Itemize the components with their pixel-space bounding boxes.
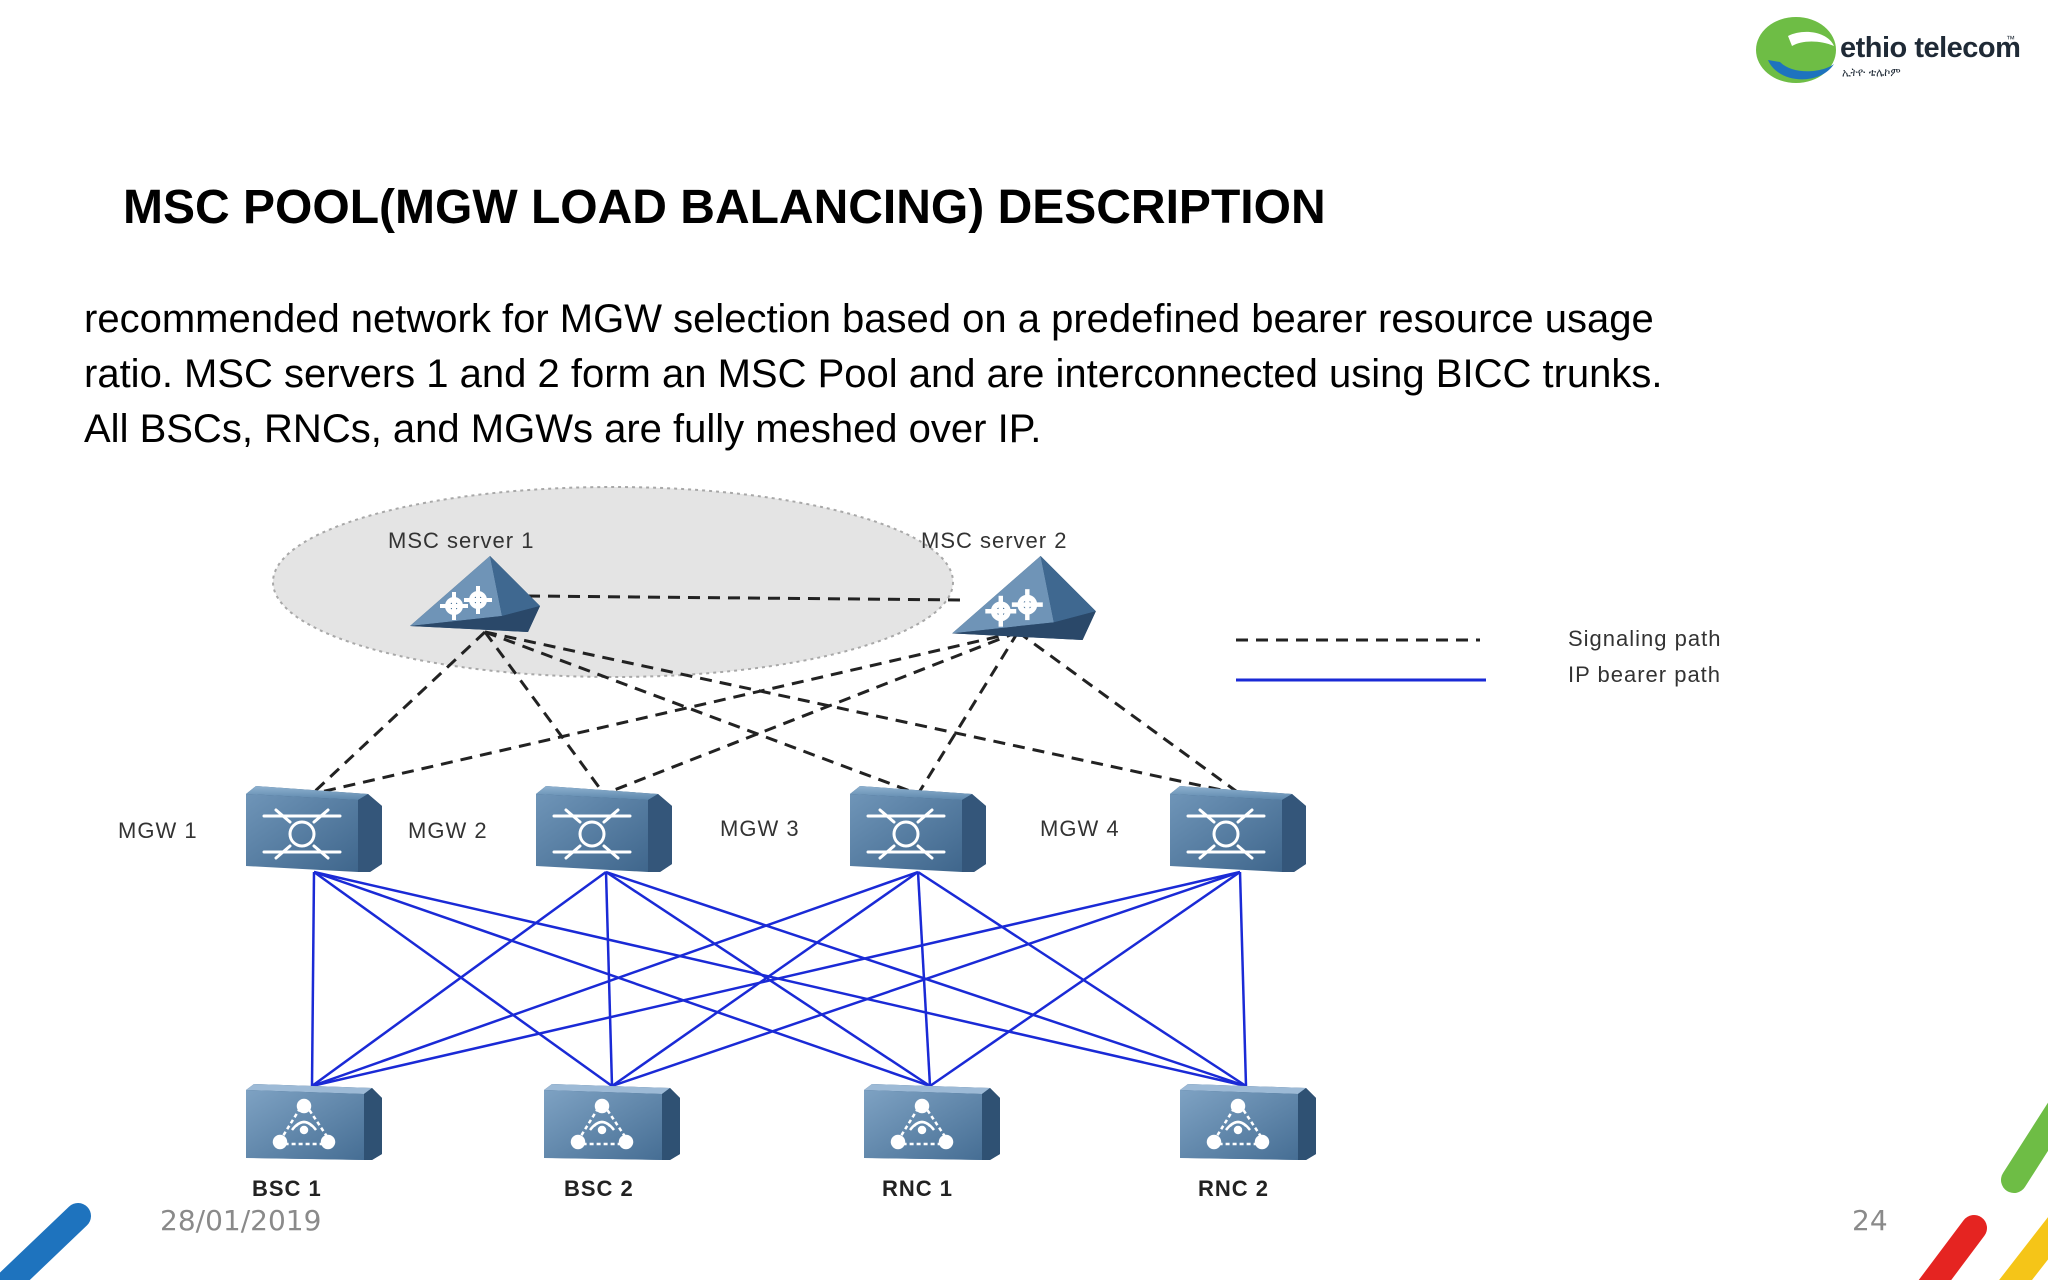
diagram-legend: Signaling path IP bearer path — [1236, 626, 1721, 687]
stripe-blue-left — [0, 1203, 91, 1280]
media-gateway-icon[interactable] — [1170, 786, 1306, 872]
stripe-red-right — [1918, 1215, 1987, 1280]
bearer-link-mgw2-bsc1 — [311, 870, 607, 1088]
bearer-link-mgw4-rnc1 — [929, 870, 1241, 1088]
bsc-1-label: BSC 1 — [252, 1176, 322, 1200]
rnc-2-label: RNC 2 — [1198, 1176, 1269, 1200]
brand-subtitle: ኢትዮ ቴሌኮም — [1842, 66, 1901, 79]
bearer-link-mgw4-bsc1 — [311, 870, 1241, 1088]
media-gateway-icon[interactable] — [246, 786, 382, 872]
body-line-2: ratio. MSC servers 1 and 2 form an MSC P… — [84, 352, 1663, 396]
msc-server-2-label: MSC server 2 — [921, 528, 1067, 553]
bearer-links — [310, 870, 1248, 1088]
slide-page-number: 24 — [1852, 1204, 1888, 1237]
mgw-3-label: MGW 3 — [720, 816, 800, 841]
legend-signaling-label: Signaling path — [1568, 626, 1721, 651]
bearer-link-mgw3-bsc2 — [611, 870, 919, 1088]
controller-icon[interactable] — [246, 1084, 382, 1160]
signaling-link-msc1-msc2 — [527, 594, 967, 602]
signaling-link-msc1-mgw4 — [484, 630, 1241, 796]
mgw-4-label: MGW 4 — [1040, 816, 1120, 841]
msc-pool-diagram: MSC server 1 MSC server 2 MGW 1 MGW 2 MG… — [118, 486, 1721, 1200]
media-gateway-icon[interactable] — [536, 786, 672, 872]
bearer-link-mgw4-rnc2 — [1238, 871, 1248, 1087]
mgw-1-label: MGW 1 — [118, 818, 198, 843]
bsc-2-label: BSC 2 — [564, 1176, 634, 1200]
mgw-2-label: MGW 2 — [408, 818, 488, 843]
msc-server-1-label: MSC server 1 — [388, 528, 534, 553]
legend-bearer-label: IP bearer path — [1568, 662, 1721, 687]
controller-icon[interactable] — [544, 1084, 680, 1160]
ethio-telecom-logo-icon — [1756, 17, 1836, 83]
brand-trademark: ™ — [2006, 34, 2015, 44]
slide-title: MSC POOL(MGW LOAD BALANCING) DESCRIPTION — [123, 181, 1326, 234]
controller-icon[interactable] — [1180, 1084, 1316, 1160]
slide-body: recommended network for MGW selection ba… — [84, 292, 1984, 457]
bearer-link-mgw4-bsc2 — [611, 870, 1241, 1088]
body-line-3: All BSCs, RNCs, and MGWs are fully meshe… — [84, 407, 1042, 451]
bearer-link-mgw1-rnc1 — [313, 870, 931, 1088]
bearer-link-mgw1-bsc2 — [313, 870, 613, 1088]
bearer-link-mgw3-bsc1 — [311, 870, 919, 1088]
bearer-link-mgw2-bsc2 — [604, 871, 614, 1087]
msc-server-icon[interactable] — [952, 556, 1096, 640]
signaling-link-msc1-mgw2 — [483, 631, 606, 795]
stripe-yellow-right — [1999, 1217, 2048, 1280]
ethio-telecom-logo: ethio telecom ™ ኢትዮ ቴሌኮም — [1754, 14, 2021, 90]
bearer-link-mgw3-rnc2 — [917, 870, 1247, 1088]
signaling-link-msc2-mgw1 — [311, 630, 1019, 796]
rnc-1-label: RNC 1 — [882, 1176, 953, 1200]
signaling-link-msc2-mgw2 — [603, 630, 1019, 796]
body-line-1: recommended network for MGW selection ba… — [84, 297, 1654, 341]
media-gateway-icon[interactable] — [850, 786, 986, 872]
signaling-link-msc2-mgw4 — [1017, 630, 1241, 796]
bearer-link-mgw2-rnc1 — [605, 870, 931, 1088]
controller-icon[interactable] — [864, 1084, 1000, 1160]
slide-date: 28/01/2019 — [160, 1204, 322, 1237]
brand-name: ethio telecom — [1840, 32, 2021, 64]
signaling-links — [310, 594, 1241, 796]
signaling-link-msc1-mgw3 — [484, 630, 919, 796]
signaling-link-msc2-mgw3 — [916, 631, 1020, 795]
bearer-link-mgw1-bsc1 — [310, 871, 316, 1087]
msc-pool-ellipse — [272, 486, 954, 678]
